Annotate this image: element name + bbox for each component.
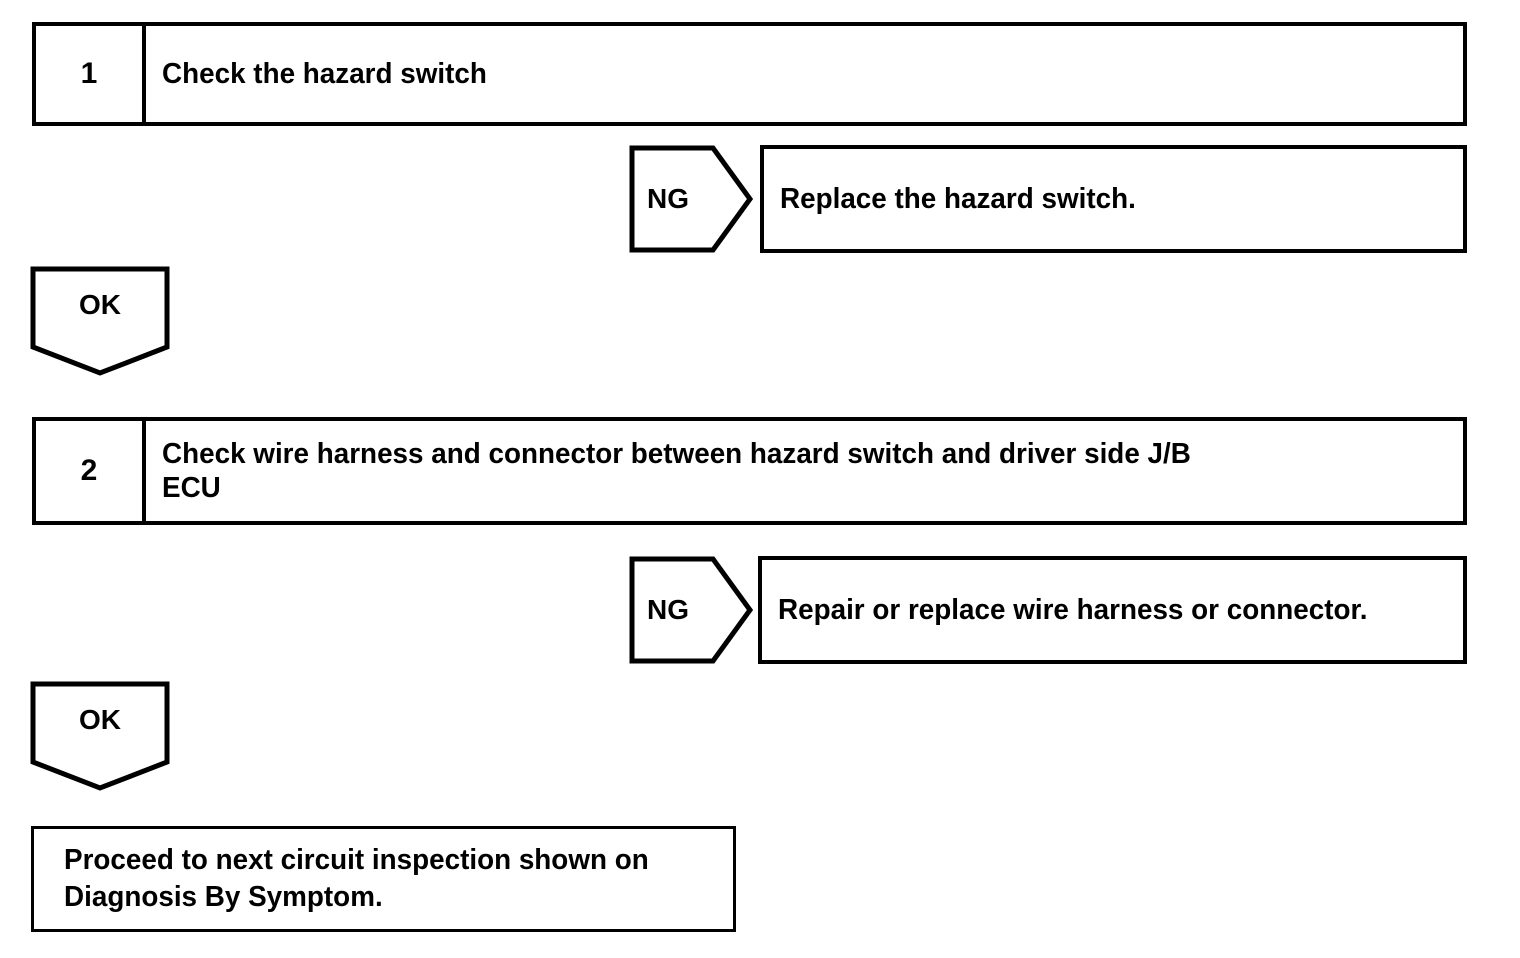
step-1-ng-result-box[interactable]: Replace the hazard switch. [760,145,1467,253]
step-1-title: Check the hazard switch [162,57,487,90]
step-2-box[interactable]: 2 Check wire harness and connector betwe… [32,417,1467,525]
step-1-ng-result-text: Replace the hazard switch. [780,182,1136,215]
step-1-ok-arrow: OK [30,266,170,376]
step-1-ok-label: OK [79,289,121,320]
step-2-ng-label: NG [647,594,689,625]
terminal-box[interactable]: Proceed to next circuit inspection shown… [31,826,736,932]
step-1-ng-arrow: NG [629,145,753,253]
step-1-box[interactable]: 1 Check the hazard switch [32,22,1467,126]
step-1-ng-label: NG [647,183,689,214]
step-2-number: 2 [36,421,146,521]
step-2-ok-label: OK [79,704,121,735]
step-2-ok-arrow: OK [30,681,170,791]
step-2-ng-result-text: Repair or replace wire harness or connec… [778,593,1368,626]
step-2-title: Check wire harness and connector between… [162,437,1191,504]
step-2-ng-result-box[interactable]: Repair or replace wire harness or connec… [758,556,1467,664]
step-2-title-cell: Check wire harness and connector between… [146,421,1463,521]
terminal-text: Proceed to next circuit inspection shown… [64,843,649,913]
step-1-title-cell: Check the hazard switch [146,26,1463,122]
step-1-number: 1 [36,26,146,122]
step-2-ng-arrow: NG [629,556,753,664]
